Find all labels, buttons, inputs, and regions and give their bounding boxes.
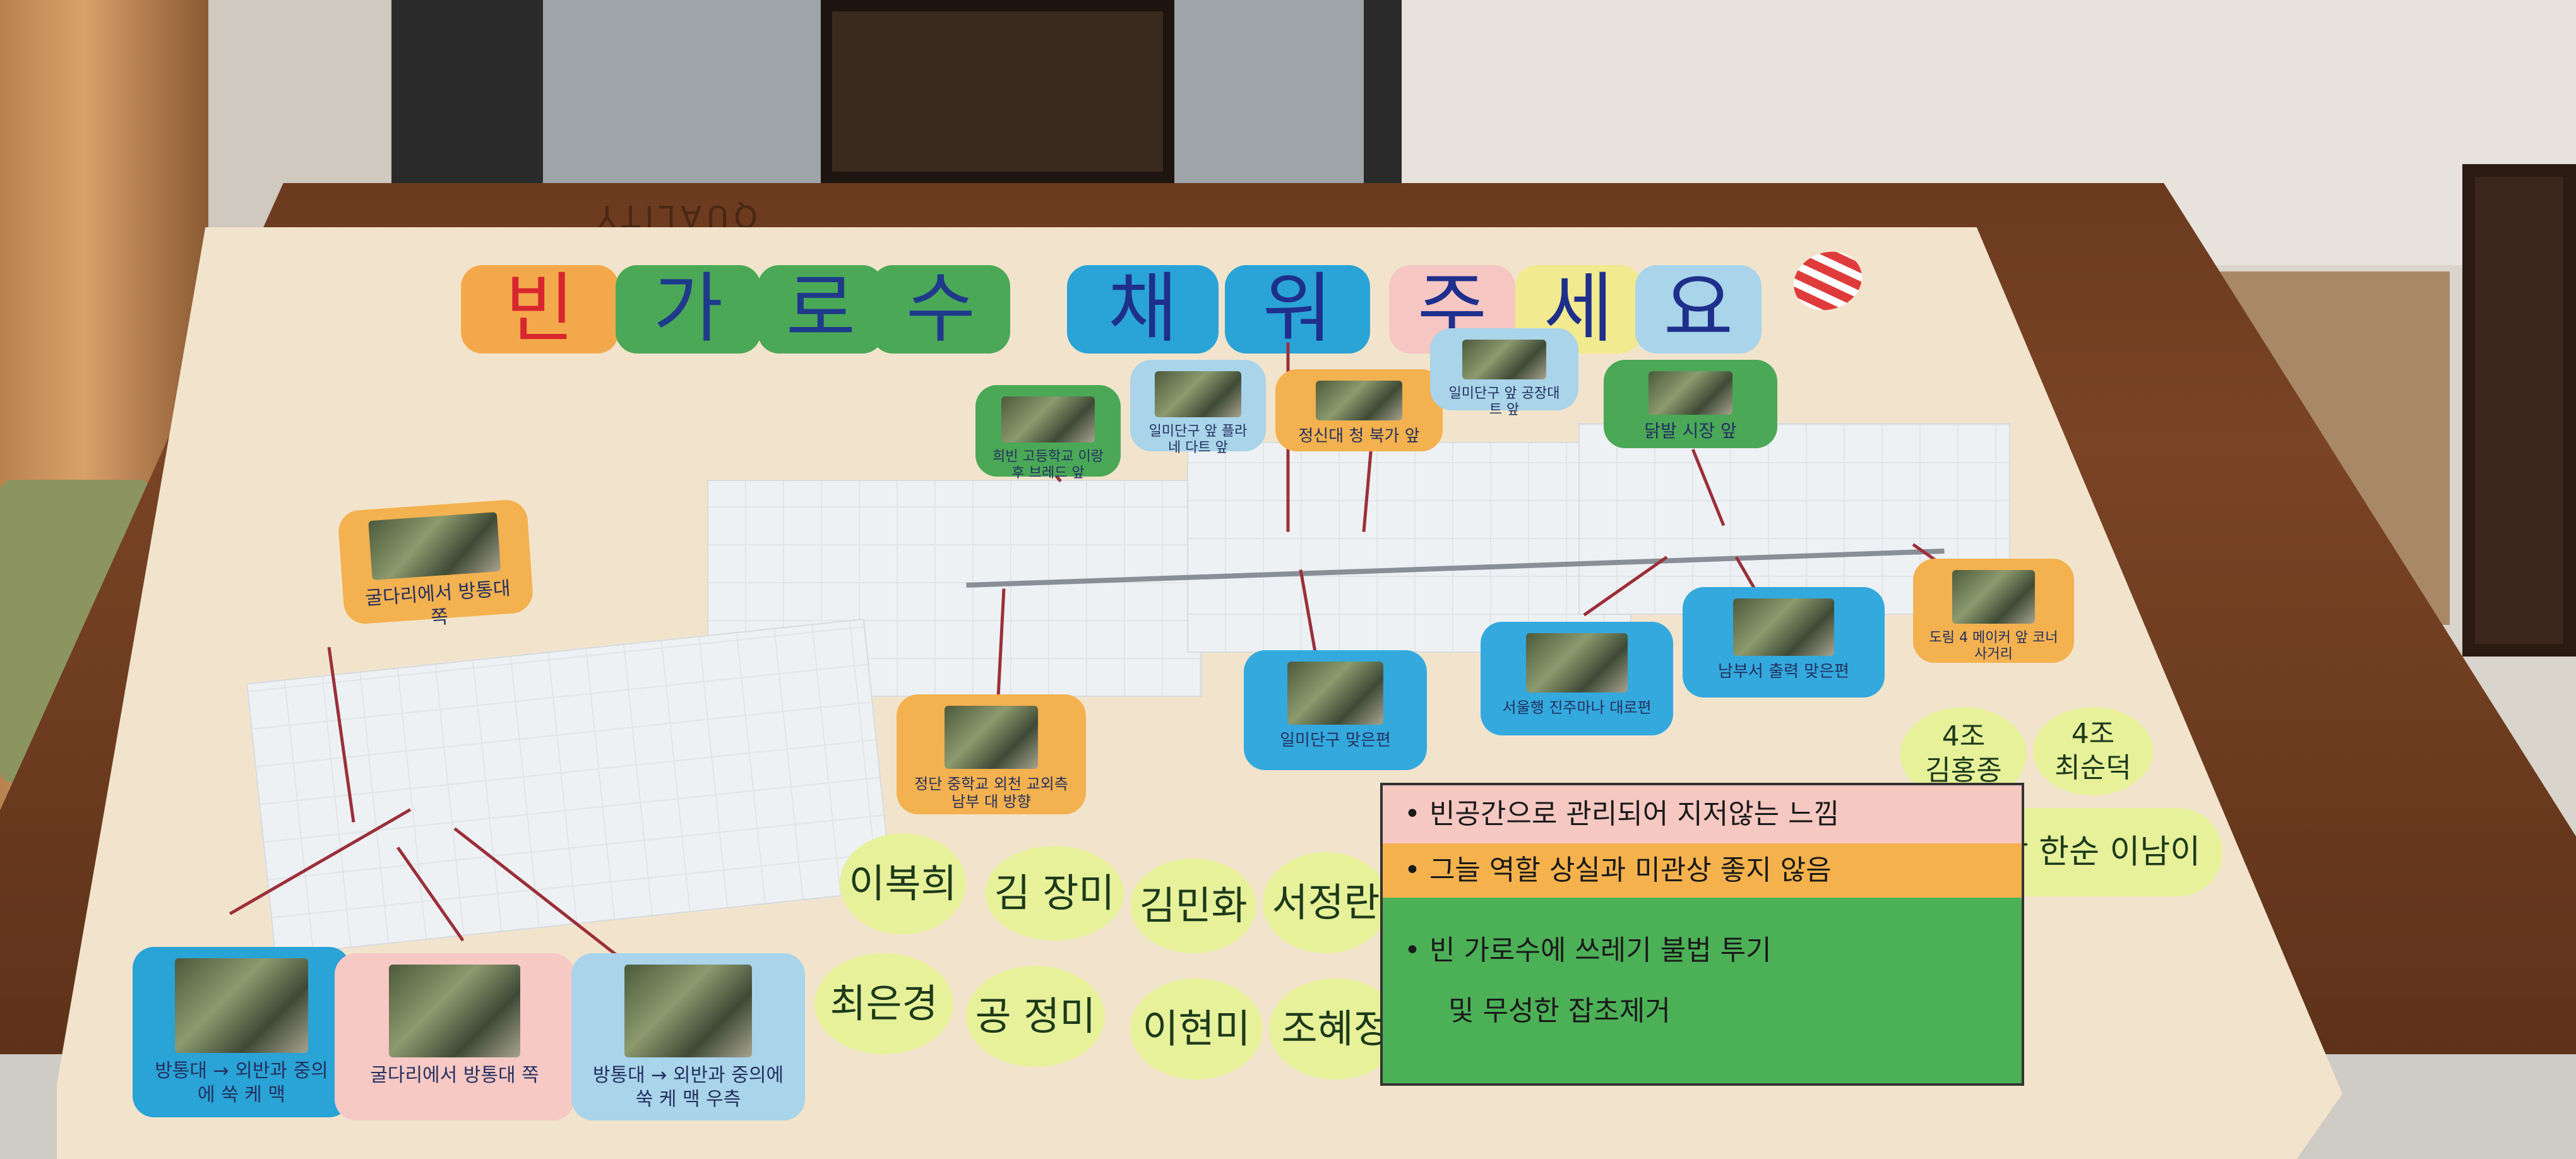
title-char-1: 빈 bbox=[461, 265, 619, 354]
photo-caption: 굴다리에서 방통대 쪽 bbox=[370, 1064, 539, 1086]
photo-card-8: 일미단구 맞은편 bbox=[1244, 650, 1427, 770]
name-bubble-4: 서정란 bbox=[1263, 852, 1389, 953]
name-bubble-8: 조혜정 bbox=[1269, 978, 1402, 1079]
title-char-6: 워 bbox=[1225, 265, 1370, 354]
photo-card-13: 굴다리에서 방통대 쪽 bbox=[335, 953, 575, 1120]
photo-caption: 닭발 시장 앞 bbox=[1644, 420, 1737, 442]
photo bbox=[1155, 371, 1241, 417]
name-bubble-3: 김민화 bbox=[1130, 859, 1256, 953]
photo bbox=[1462, 340, 1547, 380]
photo-caption: 남부서 출력 맞은편 bbox=[1718, 662, 1849, 682]
photo-card-2: 희빈 고등학교 이랑후 브레드 앞 bbox=[975, 385, 1121, 481]
photo-card-5: 일미단구 앞 공장대트 앞 bbox=[1430, 328, 1578, 418]
photo bbox=[1287, 662, 1384, 725]
photo-card-1: 굴다리에서 방통대 쪽 bbox=[337, 498, 534, 629]
photo bbox=[624, 965, 753, 1057]
group-name: 최순덕 bbox=[2054, 752, 2132, 784]
summary-row-3-line-2: 및 무성한 잡초제거 bbox=[1448, 995, 1671, 1027]
photo-caption: 일미단구 앞 공장대트 앞 bbox=[1448, 386, 1560, 419]
photo-caption: 일미단구 앞 플라네 다트 앞 bbox=[1148, 423, 1248, 456]
summary-box: • 빈공간으로 관리되어 지저않는 느낌 • 그늘 역할 상실과 미관상 좋지 … bbox=[1380, 783, 2024, 1086]
photo-caption: 방통대 → 외반과 중의에 쑥 케 맥 bbox=[155, 1060, 328, 1107]
photo-card-11: 도림 4 메이커 앞 코너 사거리 bbox=[1913, 559, 2074, 663]
photo bbox=[1525, 633, 1628, 693]
photo bbox=[388, 965, 521, 1057]
photo-caption: 방통대 → 외반과 중의에 쑥 케 맥 우측 bbox=[592, 1064, 784, 1110]
photo bbox=[944, 706, 1039, 770]
group-bubble-2: 4조 최순덕 bbox=[2033, 707, 2153, 795]
group-label: 4조 bbox=[2071, 718, 2115, 750]
photo bbox=[1001, 396, 1095, 443]
wooden-chair bbox=[821, 0, 1174, 183]
photo bbox=[367, 512, 501, 581]
title-char-3: 로 bbox=[758, 265, 884, 354]
photo-card-4: 정신대 청 북가 앞 bbox=[1275, 369, 1443, 451]
name-bubble-1: 이복희 bbox=[840, 833, 966, 934]
photo-card-7: 정단 중학교 외천 교외측 남부 대 방향 bbox=[897, 694, 1086, 814]
photo-caption: 도림 4 메이커 앞 코너 사거리 bbox=[1929, 629, 2058, 662]
name-bubble-7: 이현미 bbox=[1130, 978, 1263, 1079]
photo-caption: 희빈 고등학교 이랑후 브레드 앞 bbox=[993, 448, 1104, 481]
photo-caption: 서울행 진주마나 대로편 bbox=[1502, 699, 1652, 717]
photo-card-3: 일미단구 앞 플라네 다트 앞 bbox=[1130, 360, 1266, 456]
photo-caption: 일미단구 맞은편 bbox=[1280, 731, 1391, 751]
photo-card-12: 방통대 → 외반과 중의에 쑥 케 맥 bbox=[133, 947, 350, 1117]
summary-row-3: • 빈 가로수에 쓰레기 불법 투기 및 무성한 잡초제거 bbox=[1383, 898, 2022, 1083]
table-stamp: QUALITY bbox=[592, 198, 758, 234]
photo bbox=[1732, 598, 1835, 657]
group-label: 4조 bbox=[1941, 720, 1986, 752]
photo-card-9: 서울행 진주마나 대로편 bbox=[1481, 622, 1673, 735]
photo-caption: 정신대 청 북가 앞 bbox=[1298, 427, 1420, 446]
photo-card-10: 남부서 출력 맞은편 bbox=[1683, 587, 1885, 698]
group-name: 김홍종 bbox=[1925, 754, 2002, 787]
title-char-5: 채 bbox=[1067, 265, 1219, 354]
photo-caption: 정단 중학교 외천 교외측 남부 대 방향 bbox=[914, 775, 1068, 811]
photo bbox=[1648, 371, 1733, 415]
photo-card-14: 방통대 → 외반과 중의에 쑥 케 맥 우측 bbox=[571, 953, 805, 1120]
summary-row-3-line-1: • 빈 가로수에 쓰레기 불법 투기 bbox=[1404, 934, 1772, 966]
photo bbox=[1952, 570, 2035, 624]
photo bbox=[175, 958, 308, 1054]
photo bbox=[1315, 381, 1402, 421]
title-char-2: 가 bbox=[616, 265, 761, 354]
photo-card-6: 닭발 시장 앞 bbox=[1604, 360, 1777, 448]
title-char-9: 요 bbox=[1635, 265, 1762, 354]
name-bubble-6: 공 정미 bbox=[966, 966, 1105, 1067]
picture-frame bbox=[2462, 164, 2576, 657]
summary-row-2: • 그늘 역할 상실과 미관상 좋지 않음 bbox=[1383, 843, 2022, 898]
name-bubble-5: 최은경 bbox=[814, 953, 953, 1054]
name-bubble-2: 김 장미 bbox=[985, 846, 1124, 941]
title-char-4: 수 bbox=[871, 265, 1010, 354]
map-segment-2 bbox=[1187, 442, 1631, 653]
summary-row-1: • 빈공간으로 관리되어 지저않는 느낌 bbox=[1383, 785, 2022, 843]
